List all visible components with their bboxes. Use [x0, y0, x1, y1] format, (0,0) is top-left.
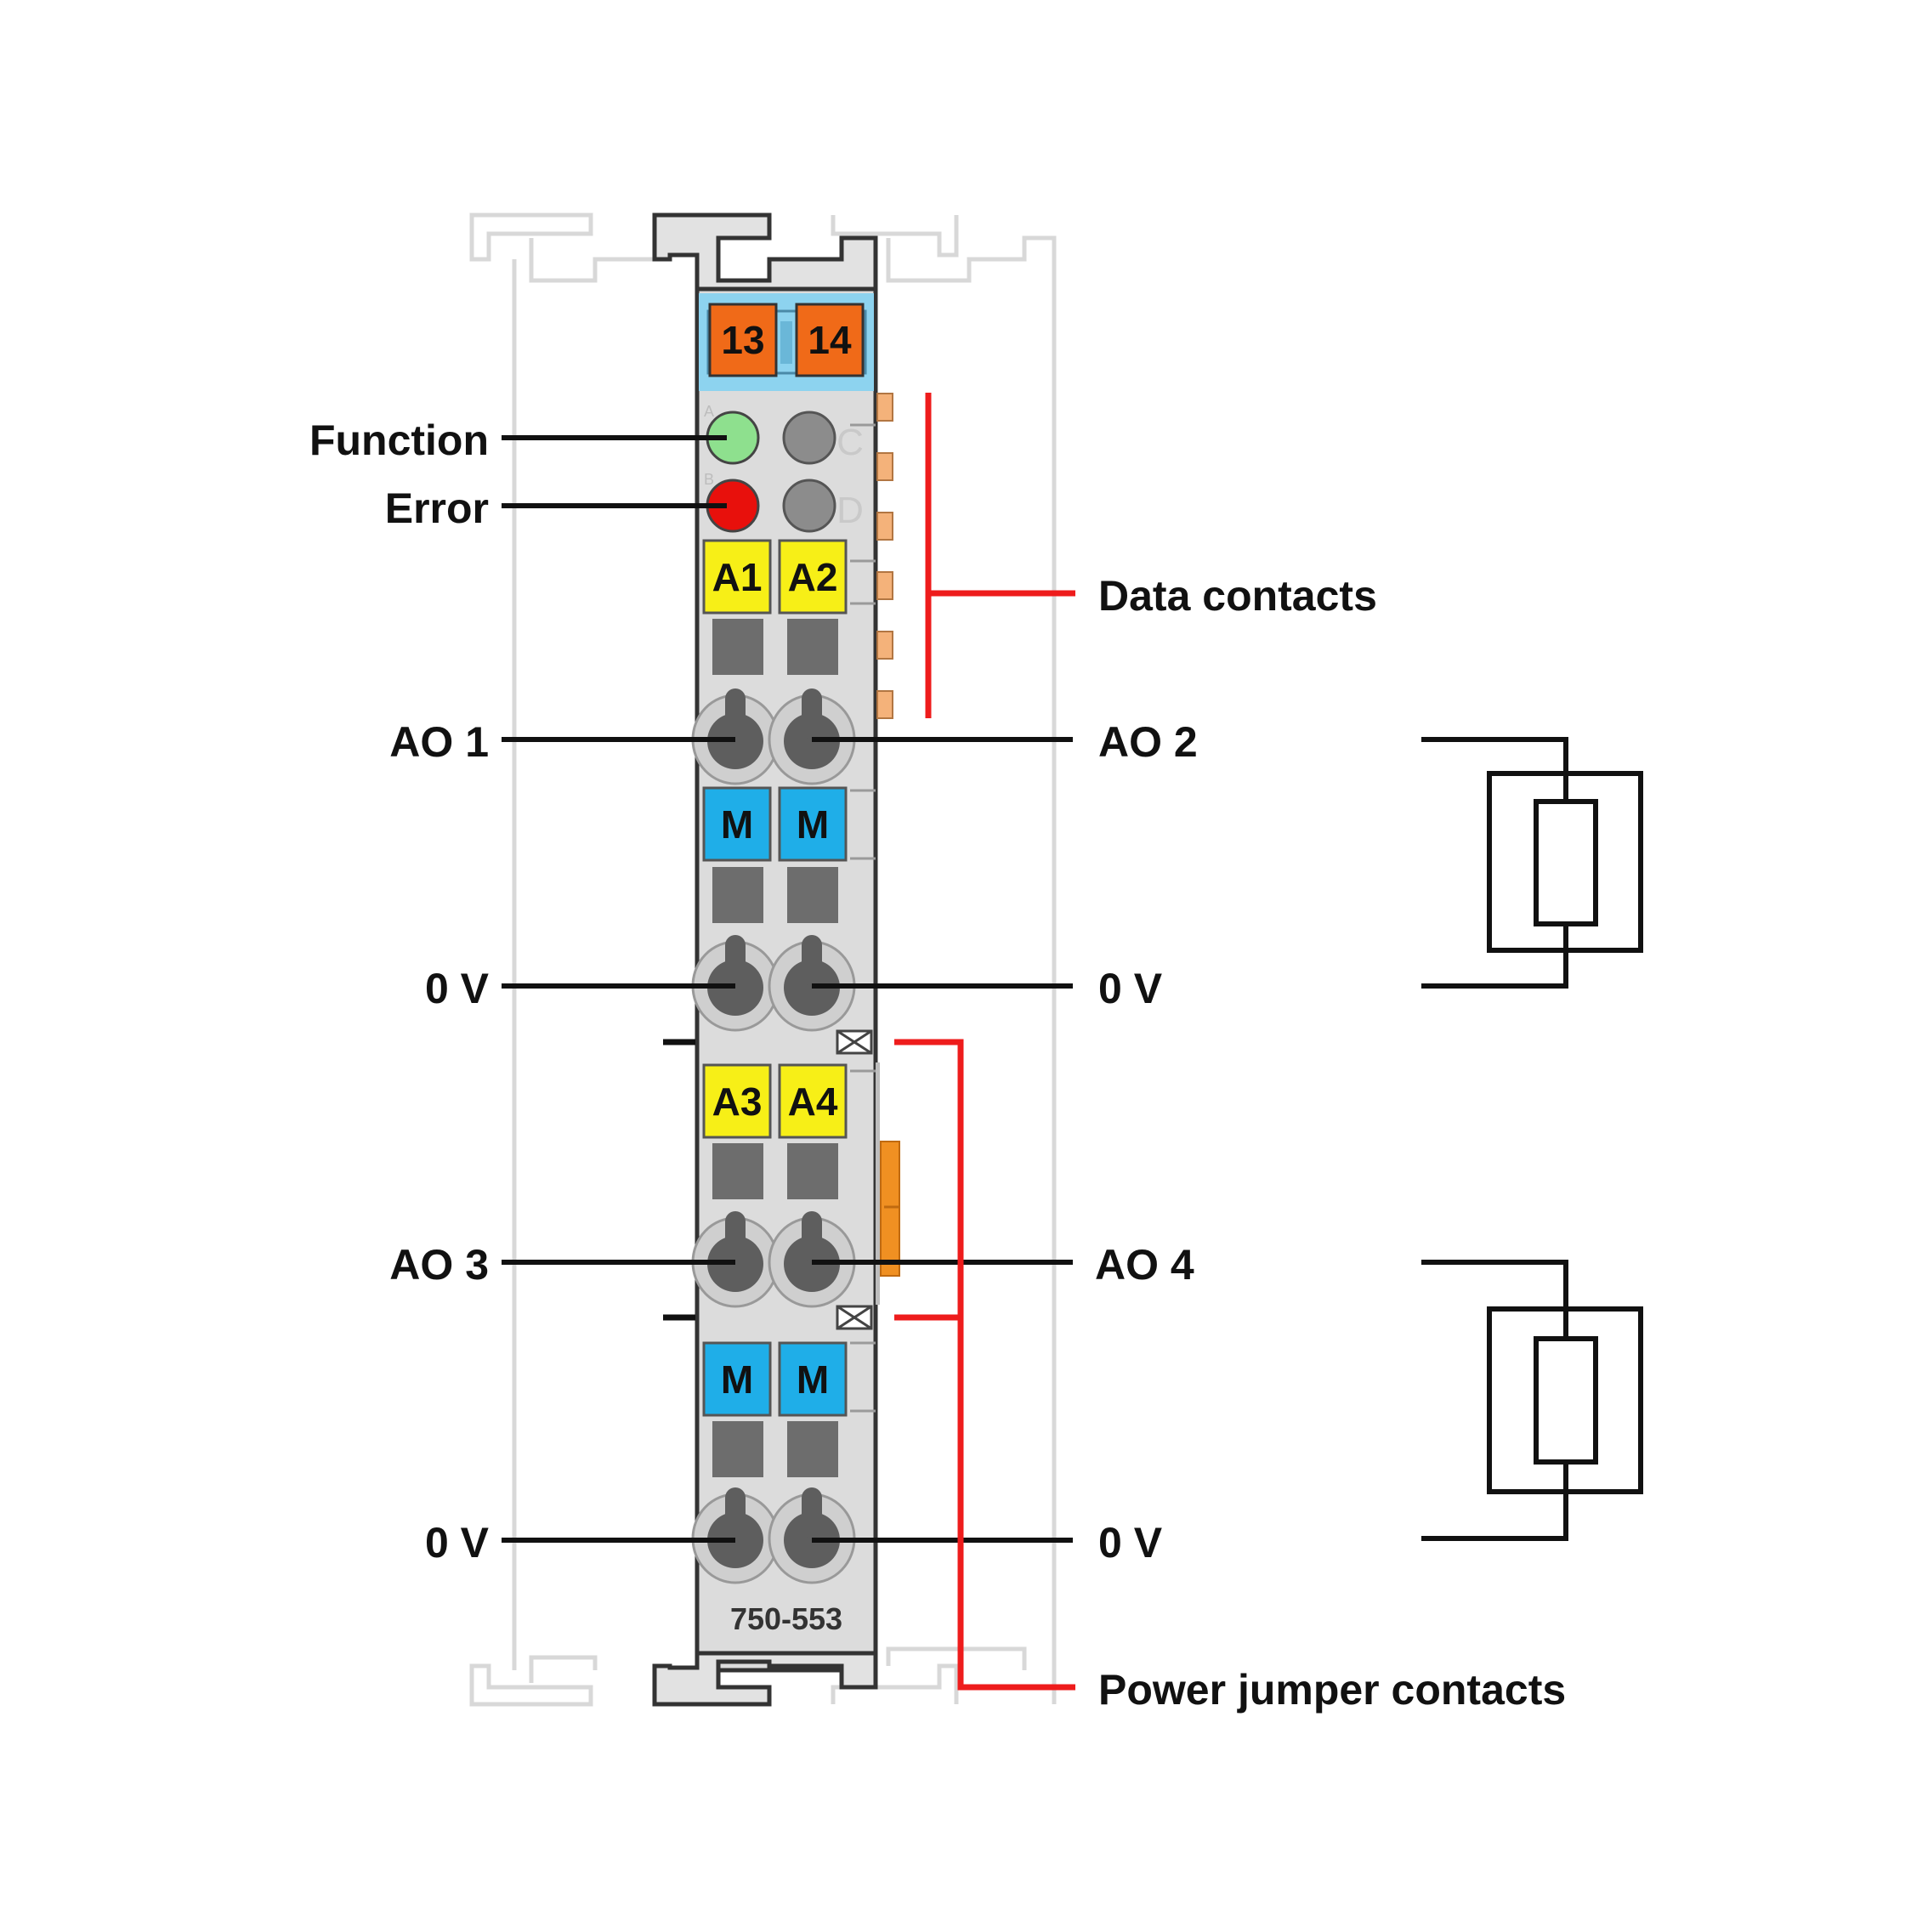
model-number: 750-553 — [730, 1601, 842, 1636]
leader-lines — [502, 435, 1073, 1543]
release-tabs — [712, 619, 838, 1477]
key-a2-label: A2 — [788, 555, 838, 599]
label-error: Error — [385, 484, 489, 532]
top-rail-clip — [652, 212, 878, 292]
neighbor-modules-outline — [469, 212, 1057, 1707]
led-letter-b: B — [704, 471, 714, 488]
load-symbol-2 — [1421, 1260, 1643, 1541]
label-0v-right-1: 0 V — [1098, 965, 1163, 1012]
key-m-2b — [778, 1341, 848, 1417]
key-m-1b — [778, 786, 848, 862]
key-a4-label: A4 — [788, 1079, 838, 1124]
label-power-jumper-contacts: Power jumper contacts — [1098, 1666, 1566, 1714]
label-0v-left-1: 0 V — [425, 965, 490, 1012]
led-d — [782, 479, 836, 533]
label-ao3: AO 3 — [389, 1241, 489, 1289]
callout-labels: Function Error AO 1 AO 2 0 V 0 V AO 3 AO… — [309, 416, 1566, 1714]
key-m-1b-label: M — [797, 802, 829, 847]
key-a3 — [702, 1063, 772, 1139]
resistor-2 — [1534, 1336, 1598, 1465]
label-ao1: AO 1 — [389, 718, 489, 766]
label-ao2: AO 2 — [1098, 718, 1198, 766]
label-data-contacts: Data contacts — [1098, 572, 1377, 620]
power-jumper-bracket — [894, 1039, 1075, 1691]
key-m-1a-label: M — [721, 802, 753, 847]
status-leds: A B C D — [704, 403, 864, 533]
terminal-14 — [795, 303, 865, 377]
label-function: Function — [309, 416, 489, 464]
key-m-2a — [702, 1341, 772, 1417]
label-ao4: AO 4 — [1095, 1241, 1194, 1289]
power-jumper-clips — [663, 1029, 873, 1330]
data-contacts-bracket — [925, 393, 1075, 718]
led-letter-d: D — [836, 490, 864, 531]
resistor-1 — [1534, 799, 1598, 926]
key-a1 — [702, 539, 772, 615]
led-letter-c: C — [836, 422, 864, 463]
led-letter-a: A — [704, 403, 714, 420]
terminal-13-label: 13 — [721, 318, 764, 362]
data-contact-pads — [876, 393, 893, 719]
channel-keys: A1 A2 M M A3 A4 M M — [702, 539, 848, 1417]
load-symbol-1 — [1421, 737, 1643, 989]
terminal-13 — [708, 303, 778, 377]
label-0v-left-2: 0 V — [425, 1519, 490, 1567]
key-a3-label: A3 — [712, 1079, 763, 1124]
key-a1-label: A1 — [712, 555, 763, 599]
key-m-1a — [702, 786, 772, 862]
terminal-14-label: 14 — [808, 318, 852, 362]
key-m-2b-label: M — [797, 1357, 829, 1402]
bottom-rail-clip — [652, 1651, 878, 1707]
key-a2 — [778, 539, 848, 615]
top-terminals: 13 14 — [708, 303, 865, 377]
key-m-2a-label: M — [721, 1357, 753, 1402]
led-c — [782, 411, 836, 465]
label-0v-right-2: 0 V — [1098, 1519, 1163, 1567]
key-a4 — [778, 1063, 848, 1139]
